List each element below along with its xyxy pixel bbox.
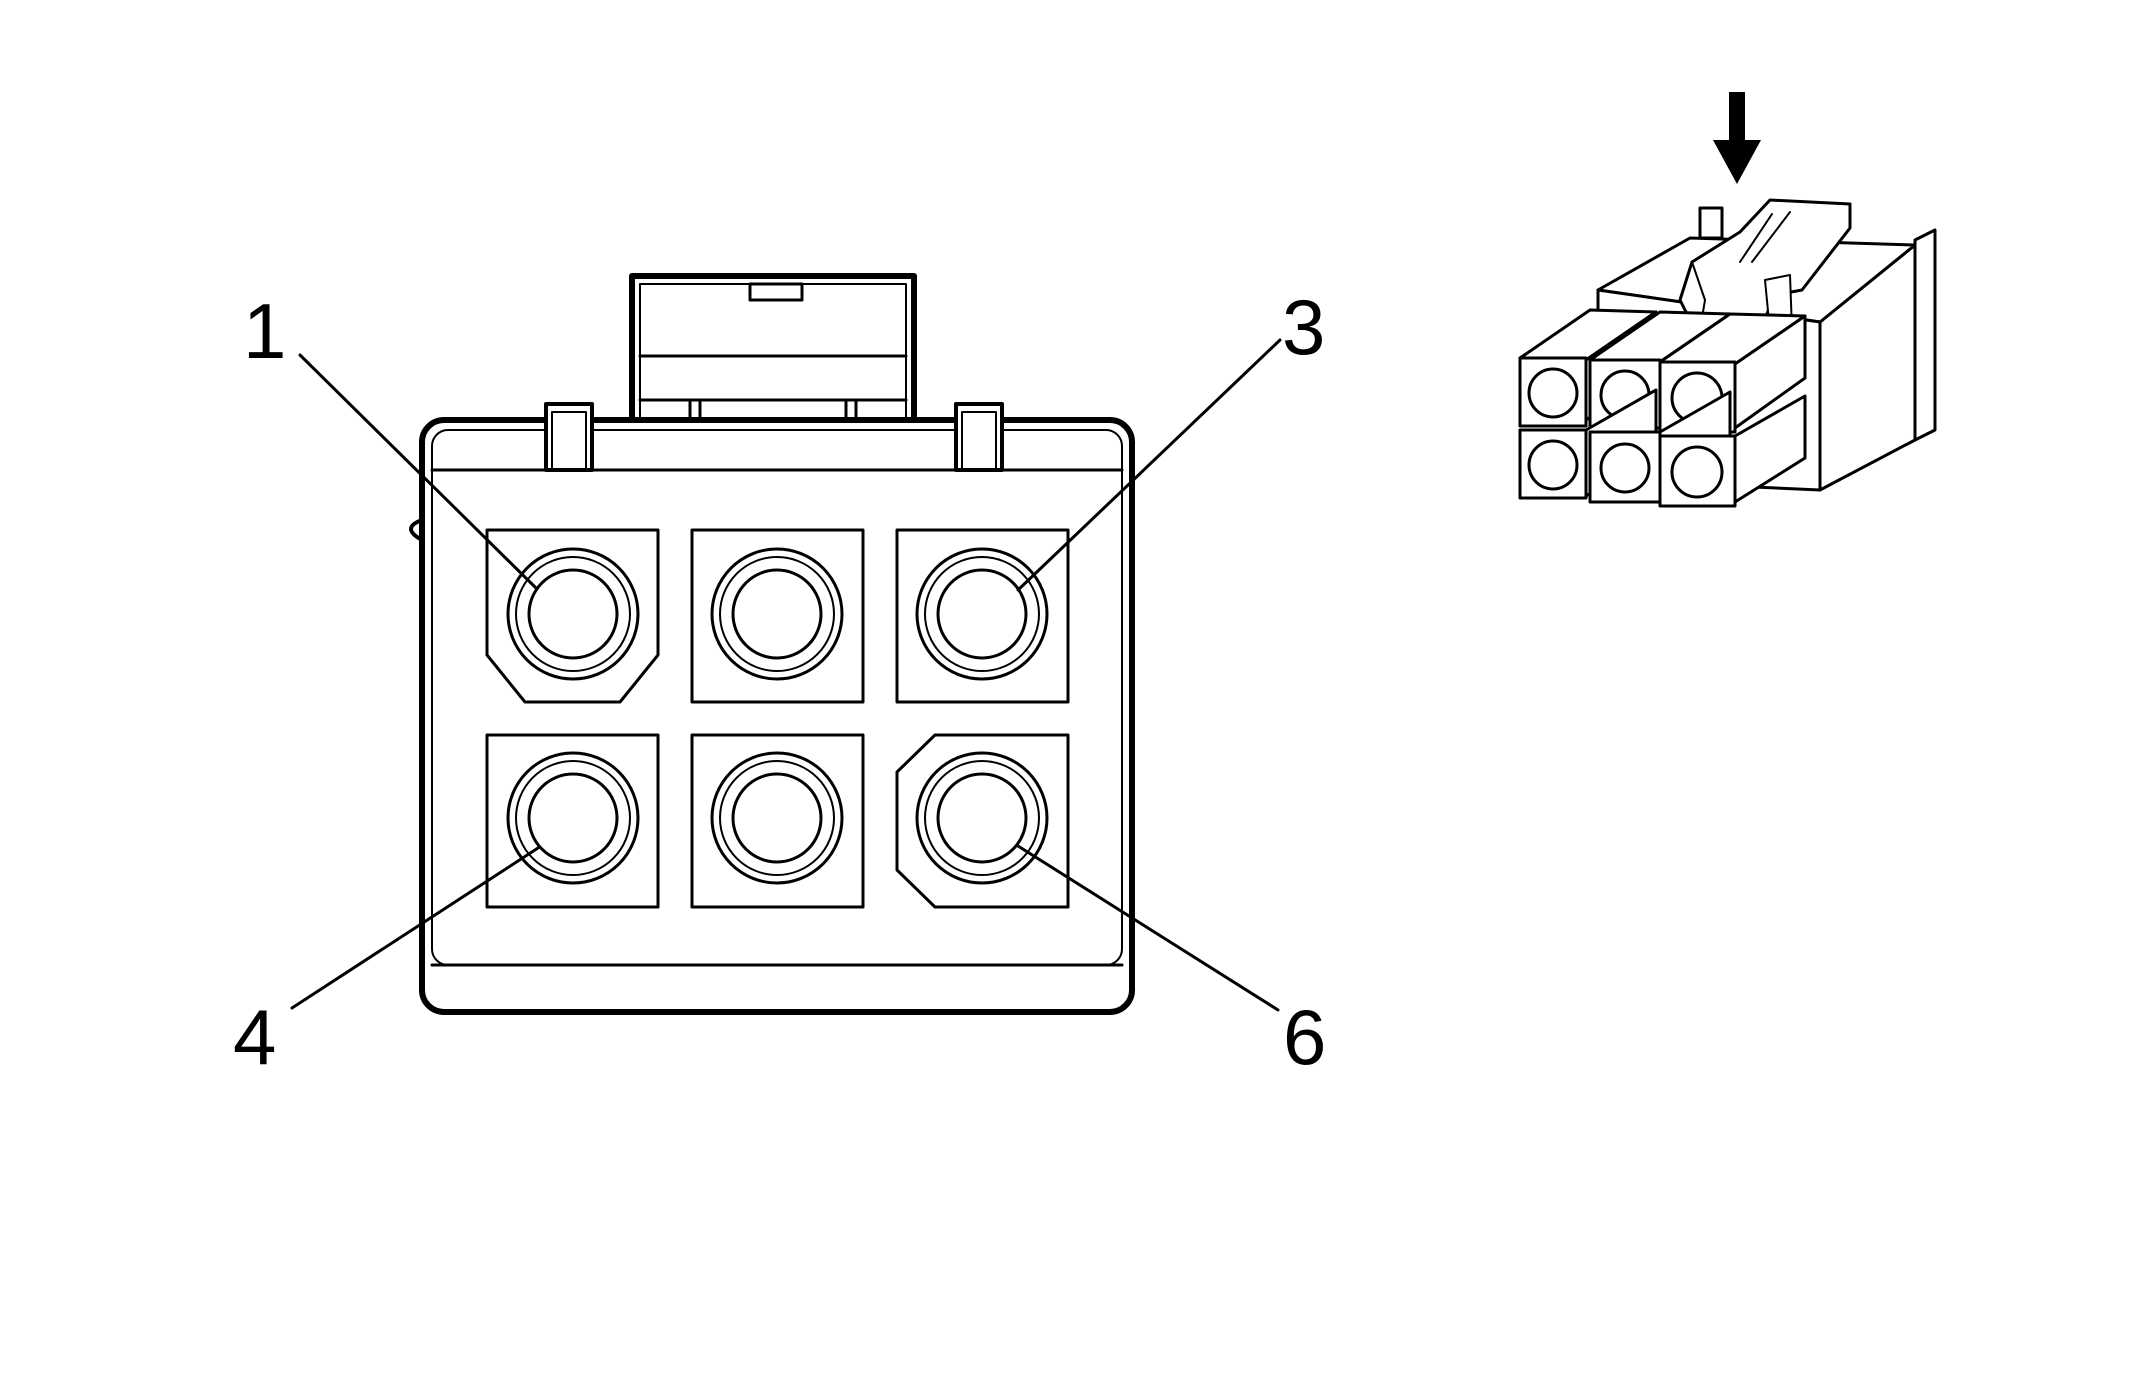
connector-housing [409,402,1135,1015]
leader-lines [290,338,1282,1012]
pin-cavity-3 [895,528,1070,704]
pin-label-4: 4 [233,993,276,1081]
pin-cavity-2 [690,528,865,704]
pin-label-1: 1 [243,287,286,375]
pin-cavity-6 [895,733,1070,909]
connector-isometric-view [1518,92,1937,508]
pin-cavity-4 [485,733,660,909]
pin-label-6: 6 [1283,993,1326,1081]
terminal-tower-6 [1658,394,1807,508]
pin-cavity-5 [690,733,865,909]
leader-line-3 [1016,338,1282,592]
pin-cavity-1 [485,528,660,704]
down-arrow-icon [1713,92,1761,184]
leader-line-1 [298,353,538,590]
leader-line-4 [290,846,540,1010]
connector-face-view: 1 3 4 6 [233,273,1326,1081]
pin-label-3: 3 [1282,283,1325,371]
leader-line-6 [1016,844,1280,1012]
